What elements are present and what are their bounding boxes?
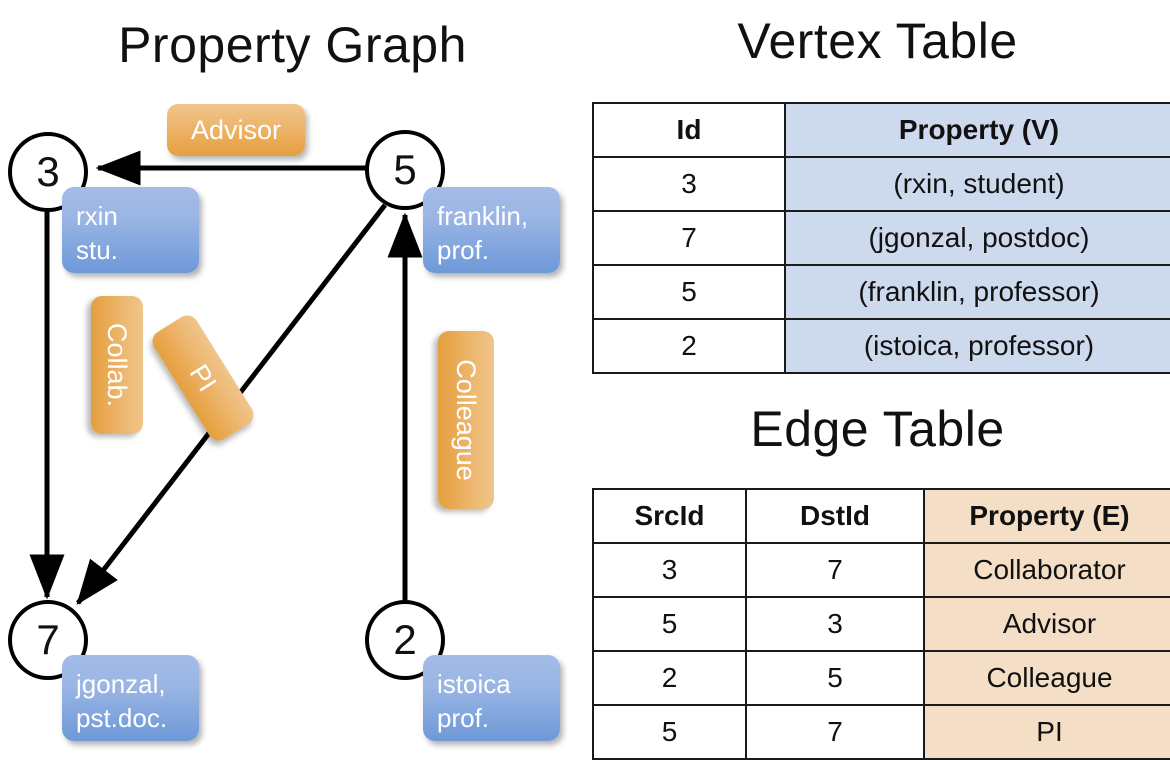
vertex-table-header-id: Id — [592, 102, 786, 158]
edge-table-cell-dstid: 7 — [745, 542, 925, 598]
page-title-edge-table: Edge Table — [750, 401, 1005, 457]
vertex-property-line-1: jgonzal, — [76, 669, 166, 699]
edge-table-cell-property: Colleague — [923, 650, 1170, 706]
edge-table-header-srcid: SrcId — [592, 488, 747, 544]
vertex-table-header-property: Property (V) — [784, 102, 1170, 158]
edge-table-cell-dstid: 7 — [745, 704, 925, 760]
vertex-property-line-1: rxin — [76, 201, 118, 231]
table-header-row: Id Property (V) — [592, 102, 1170, 158]
vertex-property-line-1: franklin, — [437, 201, 529, 231]
edge-table-cell-property: PI — [923, 704, 1170, 760]
table-header-row: SrcId DstId Property (E) — [592, 488, 1170, 544]
vertex-property-box-istoica: istoica prof. — [423, 655, 560, 741]
vertex-property-line-2: prof. — [437, 235, 490, 266]
page-title-vertex-table: Vertex Table — [737, 13, 1018, 69]
table-row: 3 (rxin, student) — [592, 156, 1170, 212]
edge-table-cell-property: Collaborator — [923, 542, 1170, 598]
vertex-table-cell-property: (rxin, student) — [784, 156, 1170, 212]
edge-table-cell-property: Advisor — [923, 596, 1170, 652]
edge-table-header-property: Property (E) — [923, 488, 1170, 544]
property-graph-diagram: Advisor Collab. Colleague PI 3 5 7 2 rxi… — [8, 104, 560, 741]
edge-table-body: 3 7 Collaborator 5 3 Advisor 2 5 Colleag… — [592, 542, 1170, 760]
table-row: 5 (franklin, professor) — [592, 264, 1170, 320]
table-row: 2 (istoica, professor) — [592, 318, 1170, 374]
edge-label-colleague: Colleague — [438, 331, 494, 509]
edge-table-header-dstid: DstId — [745, 488, 925, 544]
edge-table-cell-dstid: 3 — [745, 596, 925, 652]
table-row: 5 7 PI — [592, 704, 1170, 760]
vertex-table-cell-id: 5 — [592, 264, 786, 320]
vertex-table-body: 3 (rxin, student) 7 (jgonzal, postdoc) 5… — [592, 156, 1170, 374]
edge-table-cell-srcid: 2 — [592, 650, 747, 706]
vertex-property-line-2: prof. — [437, 703, 490, 734]
edge-label-collab: Collab. — [91, 296, 143, 434]
vertex-table-cell-id: 3 — [592, 156, 786, 212]
vertex-property-line-2: pst.doc. — [76, 703, 168, 734]
table-row: 7 (jgonzal, postdoc) — [592, 210, 1170, 266]
vertex-table: Id Property (V) 3 (rxin, student) 7 (jgo… — [592, 102, 1170, 374]
vertex-table-cell-property: (jgonzal, postdoc) — [784, 210, 1170, 266]
vertex-table-cell-property: (franklin, professor) — [784, 264, 1170, 320]
edge-table-cell-srcid: 5 — [592, 704, 747, 760]
table-row: 2 5 Colleague — [592, 650, 1170, 706]
vertex-property-box-rxin: rxin stu. — [62, 187, 199, 273]
vertex-table-cell-id: 2 — [592, 318, 786, 374]
vertex-property-box-jgonzal: jgonzal, pst.doc. — [62, 655, 199, 741]
table-row: 5 3 Advisor — [592, 596, 1170, 652]
edge-table-cell-srcid: 5 — [592, 596, 747, 652]
edge-table-cell-dstid: 5 — [745, 650, 925, 706]
graph-vertex-5[interactable]: 5 — [365, 130, 445, 210]
edge-table-cell-srcid: 3 — [592, 542, 747, 598]
table-row: 3 7 Collaborator — [592, 542, 1170, 598]
graph-vertex-2[interactable]: 2 — [365, 600, 445, 680]
vertex-property-line-1: istoica — [437, 669, 511, 699]
vertex-table-cell-property: (istoica, professor) — [784, 318, 1170, 374]
vertex-table-cell-id: 7 — [592, 210, 786, 266]
vertex-property-box-franklin: franklin, prof. — [423, 187, 560, 273]
page-title-property-graph: Property Graph — [118, 17, 467, 73]
edge-table: SrcId DstId Property (E) 3 7 Collaborato… — [592, 488, 1170, 760]
vertex-property-line-2: stu. — [76, 235, 118, 266]
edge-label-advisor: Advisor — [167, 104, 305, 156]
